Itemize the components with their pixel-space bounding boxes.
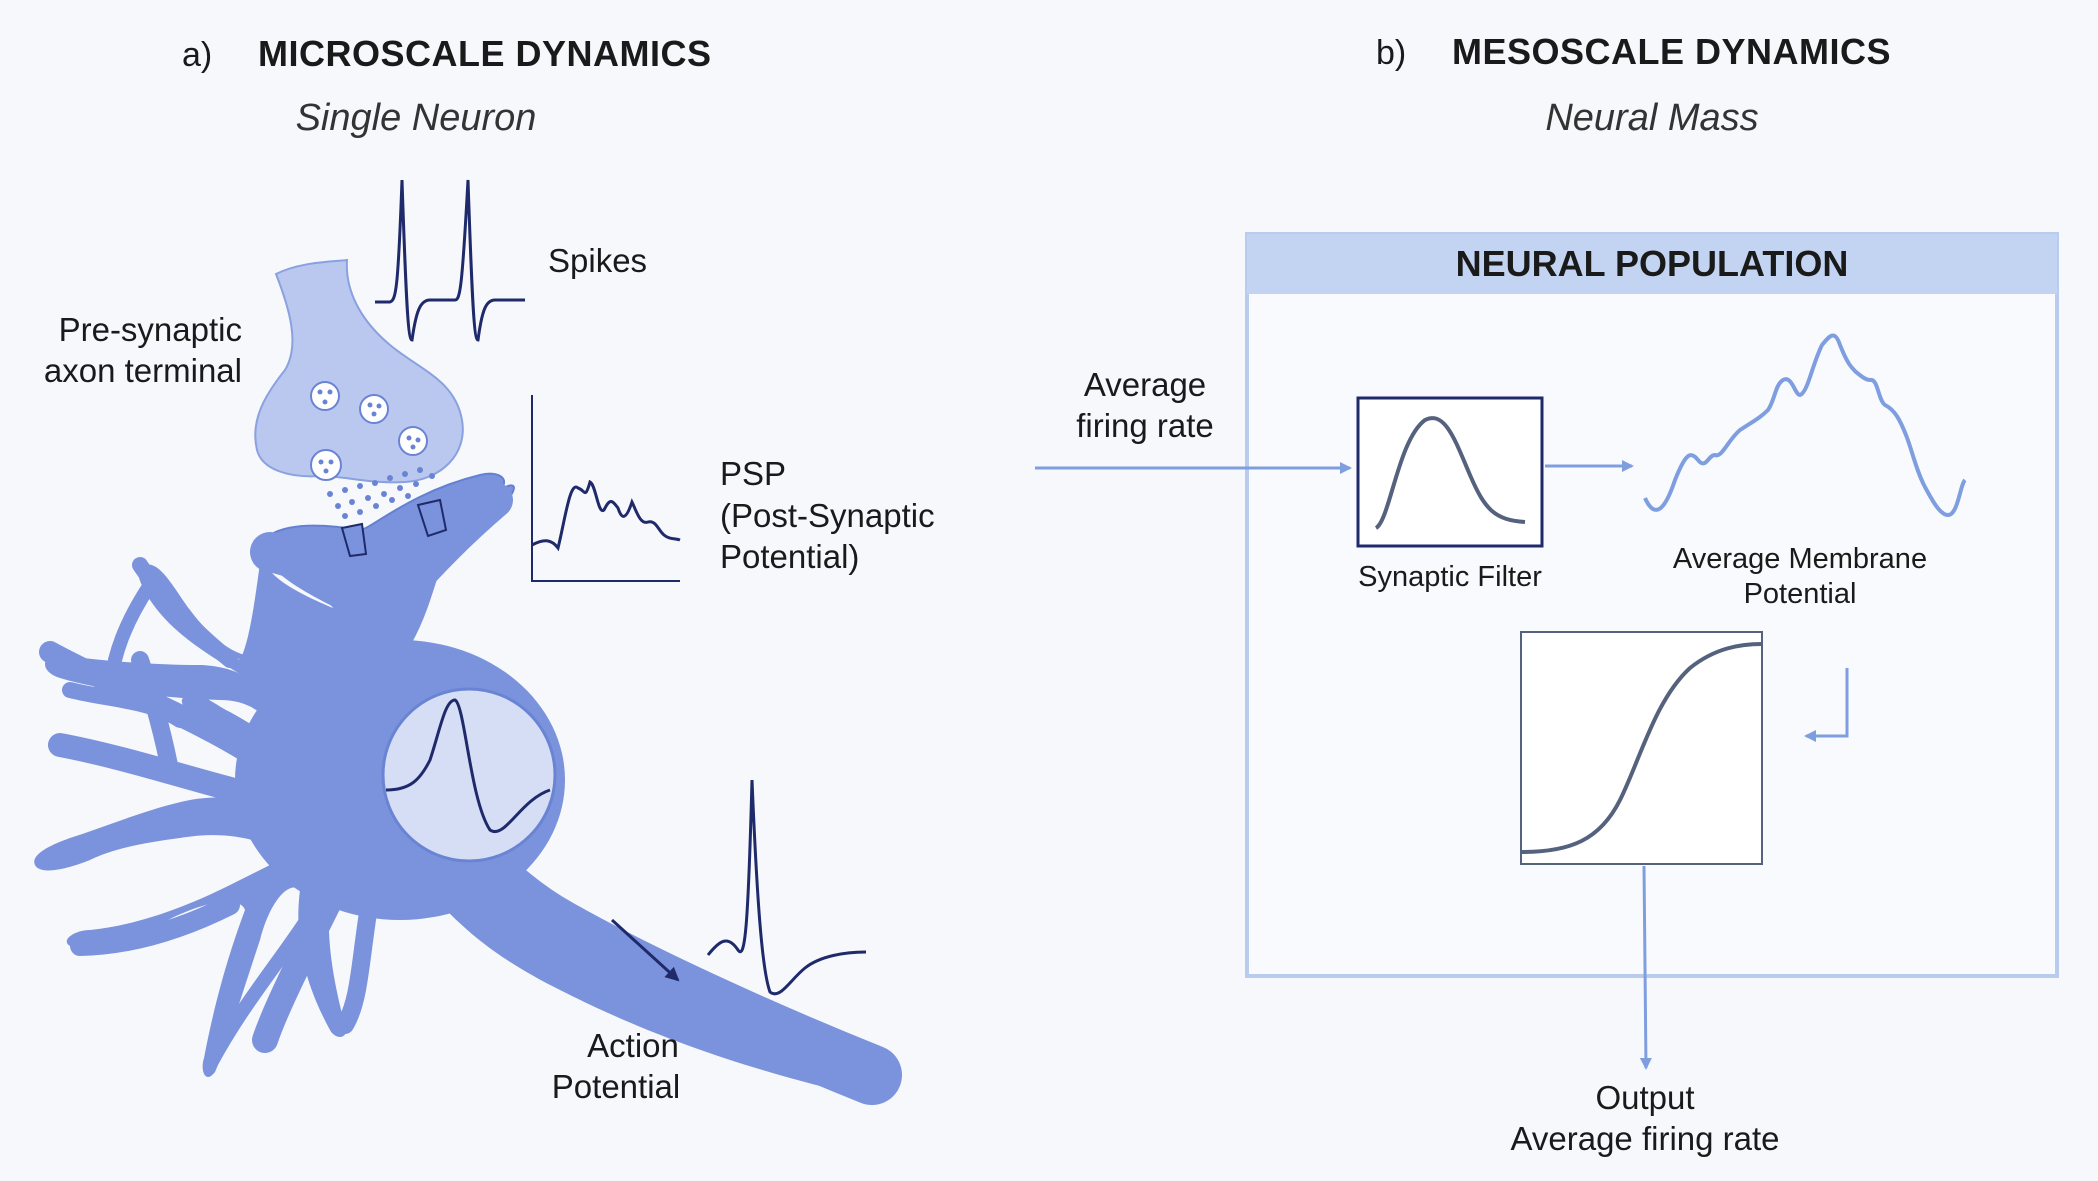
spikes-trace: [375, 179, 525, 342]
panel-a-title: MICROSCALE DYNAMICS: [258, 33, 712, 74]
synaptic-filter-label: Synaptic Filter: [1358, 561, 1542, 593]
spikes-label: Spikes: [548, 242, 647, 279]
psp-label-line3: Potential): [720, 538, 859, 575]
panel-a-letter: a): [182, 36, 212, 74]
potential-to-sigmoid-arrow: [1804, 668, 1849, 742]
neural-population-title: NEURAL POPULATION: [1456, 243, 1849, 284]
presynaptic-label-line1: Pre-synaptic: [59, 311, 242, 348]
presynaptic-label-line2: axon terminal: [44, 352, 242, 389]
synaptic-filter-curve: [1374, 416, 1526, 530]
panel-b-title: MESOSCALE DYNAMICS: [1452, 31, 1891, 72]
sigmoid-curve: [1521, 642, 1763, 854]
action-potential-label-line1: Action: [587, 1027, 679, 1064]
psp-label-line2: (Post-Synaptic: [720, 497, 935, 534]
neurotransmitters: [327, 467, 435, 519]
membrane-potential-label-line1: Average Membrane: [1673, 543, 1927, 575]
panel-b-subtitle: Neural Mass: [1545, 97, 1758, 139]
output-arrow: [1639, 865, 1652, 1070]
action-potential-trace: [706, 779, 867, 996]
input-label-line2: firing rate: [1076, 407, 1214, 444]
output-label-line2: Average firing rate: [1510, 1120, 1779, 1157]
panel-b-letter: b): [1376, 34, 1406, 72]
psp-label-line1: PSP: [720, 455, 786, 492]
output-label-line1: Output: [1595, 1079, 1694, 1116]
membrane-potential-label-line2: Potential: [1744, 578, 1857, 610]
action-potential-label-line2: Potential: [552, 1068, 680, 1105]
receptors: [340, 498, 448, 558]
presynaptic-terminal: [254, 258, 464, 484]
psp-plot: [531, 395, 681, 582]
soma-trace: [385, 698, 551, 834]
synaptic-filter-box: [1356, 396, 1544, 548]
input-label-line1: Average: [1084, 366, 1206, 403]
synaptic-vesicles: [310, 381, 428, 481]
axon-direction-arrow: [610, 918, 680, 982]
nucleus: [381, 687, 557, 863]
membrane-potential-trace: [1643, 333, 1967, 518]
neural-population-header: [1247, 234, 2057, 294]
panel-a-subtitle: Single Neuron: [296, 97, 537, 139]
